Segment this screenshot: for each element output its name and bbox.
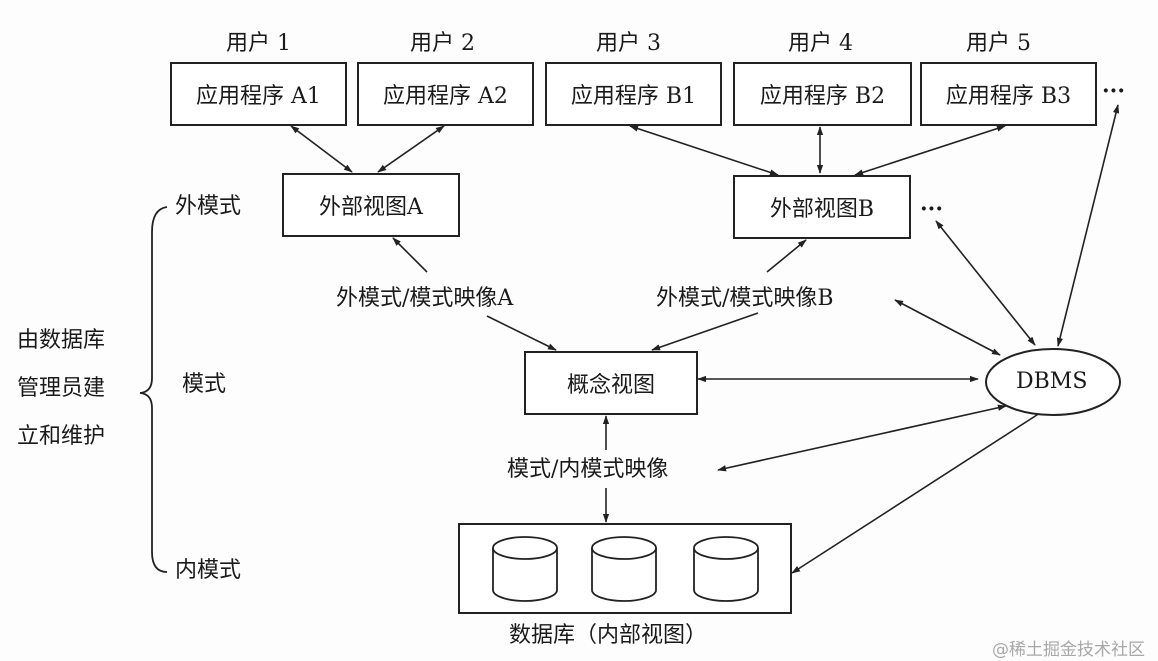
user-label: 用户 2: [410, 31, 475, 56]
level-external: 外模式: [175, 194, 242, 219]
database-cylinder-icon: [591, 536, 657, 602]
arrow-b3-extB: [854, 125, 1006, 176]
arrow-mapB-dbms: [894, 299, 1001, 356]
arrow-intmap-dbms: [717, 404, 1007, 472]
database-caption: 数据库（内部视图）: [509, 623, 708, 648]
more-apps-ellipsis: ···: [1102, 78, 1125, 104]
watermark: @稀土掘金技术社区: [992, 640, 1145, 660]
admin-note-line: 由数据库: [17, 328, 106, 353]
arrow-extmore-dbms: [935, 220, 1036, 346]
arrow-mapB-concept: [651, 312, 759, 351]
admin-note-line: 管理员建: [17, 376, 106, 401]
cylinders: [492, 536, 759, 602]
external-view-b: 外部视图B: [733, 175, 911, 239]
more-views-ellipsis: ···: [920, 196, 943, 222]
arrow-mapB-extB: [766, 239, 807, 273]
external-view-a: 外部视图A: [282, 173, 460, 237]
dbms-label: DBMS: [1016, 369, 1088, 394]
mapping-ext-a: 外模式/模式映像A: [336, 286, 514, 311]
database-cylinder-icon: [492, 536, 558, 602]
mapping-internal: 模式/内模式映像: [507, 457, 669, 482]
level-conceptual: 模式: [182, 372, 227, 397]
user-label: 用户 4: [788, 31, 853, 56]
mapping-ext-b: 外模式/模式映像B: [656, 286, 834, 311]
arrow-mapA-extA: [392, 237, 428, 273]
arrow-a1-extA: [290, 125, 353, 173]
user-label: 用户 1: [226, 31, 291, 56]
level-internal: 内模式: [175, 558, 242, 583]
app-box-a1: 应用程序 A1: [170, 62, 347, 126]
database-cylinder-icon: [693, 536, 759, 602]
conceptual-view: 概念视图: [524, 351, 698, 415]
dbms-ellipse: [985, 348, 1121, 416]
app-box-b1: 应用程序 B1: [545, 62, 722, 126]
arrow-mapA-concept: [486, 315, 557, 351]
user-label: 用户 3: [596, 31, 661, 56]
app-box-a2: 应用程序 A2: [357, 62, 534, 126]
arrow-b1-extB: [629, 125, 779, 176]
user-label: 用户 5: [966, 31, 1031, 56]
arrow-appmore-dbms: [1056, 104, 1120, 347]
admin-note-line: 立和维护: [17, 424, 106, 449]
app-box-b3: 应用程序 B3: [920, 62, 1097, 126]
arrow-a2-extA: [377, 125, 445, 173]
app-box-b2: 应用程序 B2: [733, 62, 912, 126]
brace: [139, 206, 168, 573]
arrow-dbms-db: [791, 412, 1041, 574]
